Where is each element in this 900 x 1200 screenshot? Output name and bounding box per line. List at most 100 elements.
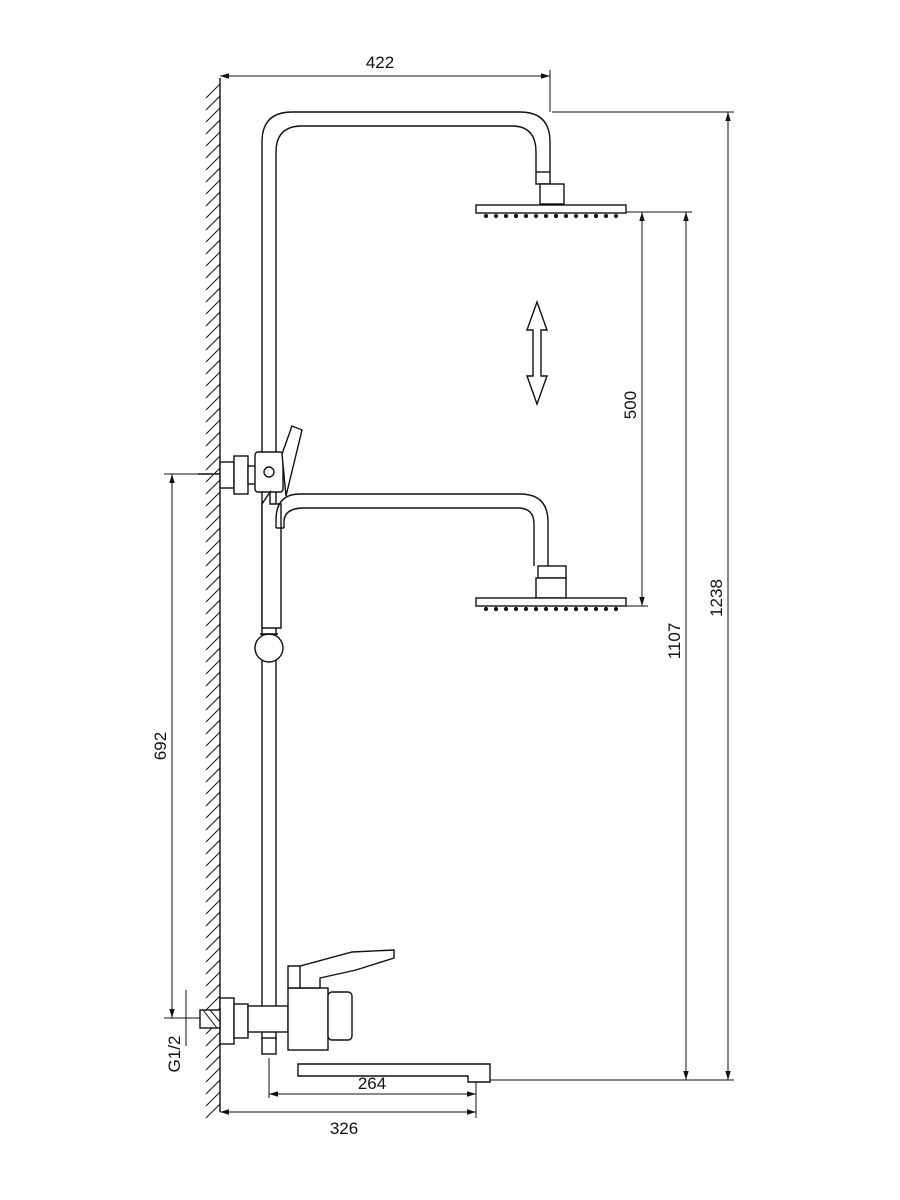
wall-hatch-line [205,1079,221,1095]
wall-hatch-line [205,203,221,219]
wall-hatch-line [205,119,221,135]
wall-hatch-line [205,1103,221,1119]
nozzle [553,213,559,219]
hand-shower-holder [254,425,303,629]
wall-hatch-line [205,179,221,195]
dimension-slide-range: 500 [621,391,640,419]
thread-size-label: G1/2 [165,1036,184,1073]
nozzle [493,213,499,219]
height-adjust-arrow-icon [526,299,548,407]
wall-hatch-line [205,1043,221,1059]
dimension-overall-depth: 326 [330,1119,358,1138]
dimension-inlet-height: 692 [151,732,170,760]
nozzle [483,606,489,612]
nozzle [603,606,609,612]
wall-hatch-line [205,599,221,615]
wall-hatch-line [205,959,221,975]
wall-hatch-line [205,695,221,711]
upper-wall-bracket [198,455,263,495]
wall-hatch-line [205,875,221,891]
wall-hatch-line [205,611,221,627]
wall-hatch-line [205,767,221,783]
wall-hatch-line [205,227,221,243]
wall-hatch-line [205,911,221,927]
wall-hatch-line [205,731,221,747]
wall [205,78,221,1119]
nozzle [573,606,579,612]
wall-hatch-line [205,1031,221,1047]
nozzle [583,606,589,612]
wall-hatch-line [205,515,221,531]
wall-hatch-line [205,707,221,723]
nozzle [563,213,569,219]
wall-hatch-line [205,431,221,447]
lower-wall-bracket [199,997,249,1045]
wall-hatch-line [205,527,221,543]
wall-hatch-line [205,635,221,651]
wall-hatch-line [205,167,221,183]
nozzle [613,606,619,612]
wall-hatch-line [205,887,221,903]
nozzle [563,606,569,612]
lower-shower-arm [275,493,549,566]
wall-hatch-line [205,143,221,159]
nozzle [533,213,539,219]
wall-hatch-line [205,791,221,807]
nozzle [553,606,559,612]
wall-hatch-line [205,443,221,459]
wall-hatch-line [205,671,221,687]
dimension-lines [164,70,734,1118]
nozzle [493,606,499,612]
wall-hatch-line [205,275,221,291]
nozzle [543,213,549,219]
nozzle [503,606,509,612]
wall-hatch-line [205,407,221,423]
wall-hatch-line [205,539,221,555]
nozzle [513,606,519,612]
wall-hatch-line [205,383,221,399]
wall-hatch-line [205,1067,221,1083]
wall-hatch-line [205,287,221,303]
nozzle [513,213,519,219]
nozzle [593,213,599,219]
dimension-head-height-low: 1107 [665,623,684,660]
wall-hatch-line [205,191,221,207]
wall-hatch-line [205,863,221,879]
wall-hatch-line [205,587,221,603]
wall-hatch-line [205,311,221,327]
dimension-top-width: 422 [366,53,394,72]
wall-hatch-line [205,263,221,279]
nozzle [593,606,599,612]
nozzle [503,213,509,219]
wall-hatch-line [205,683,221,699]
wall-hatch-line [205,659,221,675]
wall-hatch-line [205,359,221,375]
wall-hatch-line [205,479,221,495]
nozzle [583,213,589,219]
wall-hatch-line [205,923,221,939]
wall-hatch-line [205,755,221,771]
wall-hatch-line [205,107,221,123]
rain-shower-head-upper [475,171,627,219]
nozzle [523,606,529,612]
wall-hatch-line [205,347,221,363]
wall-hatch-line [205,335,221,351]
wall-hatch-line [205,947,221,963]
nozzle [483,213,489,219]
wall-hatch-line [205,1055,221,1071]
nozzle [573,213,579,219]
wall-hatch-line [205,299,221,315]
mixer-valve [247,949,395,1055]
wall-hatch-line [205,815,221,831]
dimension-spout-reach: 264 [358,1074,386,1093]
wall-hatch-line [205,155,221,171]
wall-hatch-line [205,467,221,483]
wall-hatch-line [205,131,221,147]
bath-spout [297,1063,491,1083]
wall-hatch-line [205,491,221,507]
nozzle [543,606,549,612]
wall-hatch-line [205,983,221,999]
wall-hatch-line [205,95,221,111]
wall-hatch-line [205,83,221,99]
